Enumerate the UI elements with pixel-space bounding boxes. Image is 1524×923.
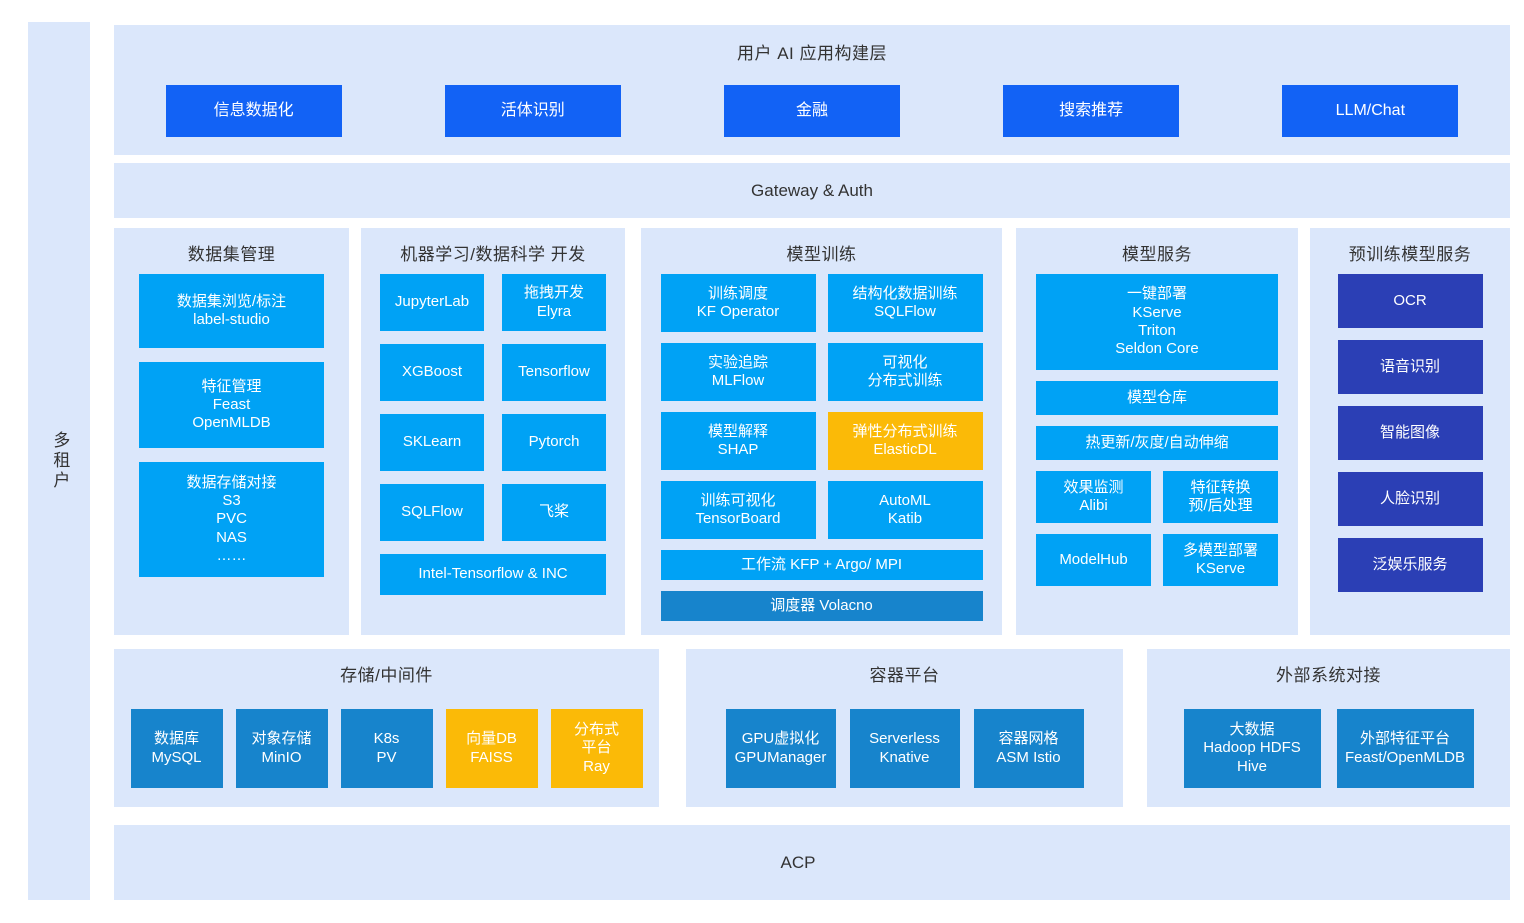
dev-item-5[interactable]: Pytorch (502, 414, 606, 471)
container-platform-items: GPU虚拟化 GPUManager Serverless Knative 容器网… (686, 709, 1123, 788)
acp-band: ACP (114, 825, 1510, 900)
train-item-5-elasticdl[interactable]: 弹性分布式训练 ElasticDL (827, 412, 983, 470)
dev-item-7[interactable]: 飞桨 (502, 484, 606, 541)
external-systems-panel: 外部系统对接 大数据 Hadoop HDFS Hive 外部特征平台 Feast… (1147, 649, 1510, 807)
serve-item-3[interactable]: 多模型部署 KServe (1163, 534, 1278, 586)
container-platform-title: 容器平台 (869, 666, 940, 685)
dev-item-intel-tensorflow[interactable]: Intel-Tensorflow & INC (380, 554, 606, 595)
pretrained-item-4[interactable]: 泛娱乐服务 (1337, 538, 1483, 592)
app-item-0[interactable]: 信息数据化 (165, 85, 342, 137)
acp-label: ACP (780, 852, 816, 872)
container-platform-panel: 容器平台 GPU虚拟化 GPUManager Serverless Knativ… (686, 649, 1123, 807)
serve-one-click-deploy[interactable]: 一键部署 KServe Triton Seldon Core (1036, 274, 1278, 370)
dataset-management-panel: 数据集管理 数据集浏览/标注 label-studio 特征管理 Feast O… (114, 228, 349, 635)
model-training-grid: 训练调度 KF Operator 结构化数据训练 SQLFlow 实验追踪 ML… (660, 274, 983, 539)
pretrained-model-panel: 预训练模型服务 OCR 语音识别 智能图像 人脸识别 泛娱乐服务 (1310, 228, 1510, 635)
storage-item-0[interactable]: 数据库 MySQL (130, 709, 223, 788)
dataset-item-2[interactable]: 数据存储对接 S3 PVC NAS …… (139, 462, 324, 577)
serve-item-1[interactable]: 特征转换 预/后处理 (1163, 471, 1278, 523)
pretrained-model-title: 预训练模型服务 (1348, 245, 1472, 264)
model-serving-items: 一键部署 KServe Triton Seldon Core 模型仓库 热更新/… (1016, 274, 1298, 621)
storage-middleware-title: 存储/中间件 (340, 666, 433, 685)
train-workflow-bar[interactable]: 工作流 KFP + Argo/ MPI (660, 550, 983, 580)
model-training-items: 训练调度 KF Operator 结构化数据训练 SQLFlow 实验追踪 ML… (641, 274, 1002, 621)
ml-development-items: JupyterLab 拖拽开发 Elyra XGBoost Tensorflow… (361, 274, 625, 621)
dataset-management-title: 数据集管理 (187, 245, 276, 264)
dev-item-6[interactable]: SQLFlow (380, 484, 484, 541)
external-item-0[interactable]: 大数据 Hadoop HDFS Hive (1183, 709, 1321, 788)
app-item-3[interactable]: 搜索推荐 (1003, 85, 1180, 137)
pretrained-item-0[interactable]: OCR (1337, 274, 1483, 328)
ml-development-panel: 机器学习/数据科学 开发 JupyterLab 拖拽开发 Elyra XGBoo… (361, 228, 625, 635)
container-item-2[interactable]: 容器网格 ASM Istio (973, 709, 1084, 788)
dev-item-2[interactable]: XGBoost (380, 344, 484, 401)
application-list: 信息数据化 活体识别 金融 搜索推荐 LLM/Chat (114, 85, 1510, 137)
external-systems-title: 外部系统对接 (1276, 666, 1381, 685)
storage-item-3-vector-db[interactable]: 向量DB FAISS (445, 709, 538, 788)
train-item-7[interactable]: AutoML Katib (827, 481, 983, 539)
dataset-management-items: 数据集浏览/标注 label-studio 特征管理 Feast OpenMLD… (114, 274, 349, 621)
storage-middleware-panel: 存储/中间件 数据库 MySQL 对象存储 MinIO K8s PV 向量DB … (114, 649, 659, 807)
gateway-auth-band: Gateway & Auth (114, 163, 1510, 218)
pretrained-item-1[interactable]: 语音识别 (1337, 340, 1483, 394)
serve-model-repository[interactable]: 模型仓库 (1036, 381, 1278, 415)
train-item-4[interactable]: 模型解释 SHAP (660, 412, 816, 470)
application-layer-panel: 用户 AI 应用构建层 信息数据化 活体识别 金融 搜索推荐 LLM/Chat (114, 25, 1510, 155)
dev-item-0[interactable]: JupyterLab (380, 274, 484, 331)
serve-hot-update[interactable]: 热更新/灰度/自动伸缩 (1036, 426, 1278, 460)
pretrained-item-3[interactable]: 人脸识别 (1337, 472, 1483, 526)
serve-item-0[interactable]: 效果监测 Alibi (1036, 471, 1151, 523)
application-layer-title: 用户 AI 应用构建层 (736, 44, 887, 63)
ml-development-title: 机器学习/数据科学 开发 (400, 245, 586, 264)
gateway-auth-label: Gateway & Auth (751, 180, 873, 200)
pretrained-item-2[interactable]: 智能图像 (1337, 406, 1483, 460)
storage-item-4-ray[interactable]: 分布式 平台 Ray (550, 709, 643, 788)
dataset-item-0[interactable]: 数据集浏览/标注 label-studio (139, 274, 324, 348)
dev-item-3[interactable]: Tensorflow (502, 344, 606, 401)
dev-item-4[interactable]: SKLearn (380, 414, 484, 471)
train-item-1[interactable]: 结构化数据训练 SQLFlow (827, 274, 983, 332)
model-serving-grid: 效果监测 Alibi 特征转换 预/后处理 ModelHub 多模型部署 KSe… (1036, 471, 1278, 586)
app-item-1[interactable]: 活体识别 (444, 85, 621, 137)
app-item-2[interactable]: 金融 (723, 85, 900, 137)
train-item-6[interactable]: 训练可视化 TensorBoard (660, 481, 816, 539)
app-item-4[interactable]: LLM/Chat (1282, 85, 1459, 137)
serve-item-2[interactable]: ModelHub (1036, 534, 1151, 586)
pretrained-model-items: OCR 语音识别 智能图像 人脸识别 泛娱乐服务 (1310, 274, 1510, 621)
external-systems-items: 大数据 Hadoop HDFS Hive 外部特征平台 Feast/OpenML… (1147, 709, 1510, 788)
train-scheduler-bar[interactable]: 调度器 Volacno (660, 591, 983, 621)
model-training-title: 模型训练 (786, 245, 857, 264)
dev-item-1[interactable]: 拖拽开发 Elyra (502, 274, 606, 331)
ml-development-grid: JupyterLab 拖拽开发 Elyra XGBoost Tensorflow… (380, 274, 606, 541)
multi-tenancy-sidebar: 多租户 (28, 22, 90, 900)
container-item-1[interactable]: Serverless Knative (849, 709, 960, 788)
dataset-item-1[interactable]: 特征管理 Feast OpenMLDB (139, 362, 324, 448)
train-item-0[interactable]: 训练调度 KF Operator (660, 274, 816, 332)
storage-item-2[interactable]: K8s PV (340, 709, 433, 788)
train-item-3[interactable]: 可视化 分布式训练 (827, 343, 983, 401)
container-item-0[interactable]: GPU虚拟化 GPUManager (725, 709, 836, 788)
model-serving-panel: 模型服务 一键部署 KServe Triton Seldon Core 模型仓库… (1016, 228, 1298, 635)
storage-item-1[interactable]: 对象存储 MinIO (235, 709, 328, 788)
train-item-2[interactable]: 实验追踪 MLFlow (660, 343, 816, 401)
external-item-1[interactable]: 外部特征平台 Feast/OpenMLDB (1336, 709, 1474, 788)
storage-middleware-items: 数据库 MySQL 对象存储 MinIO K8s PV 向量DB FAISS 分… (114, 709, 659, 788)
model-serving-title: 模型服务 (1122, 245, 1192, 264)
multi-tenancy-label: 多租户 (50, 431, 70, 491)
model-training-panel: 模型训练 训练调度 KF Operator 结构化数据训练 SQLFlow 实验… (641, 228, 1002, 635)
